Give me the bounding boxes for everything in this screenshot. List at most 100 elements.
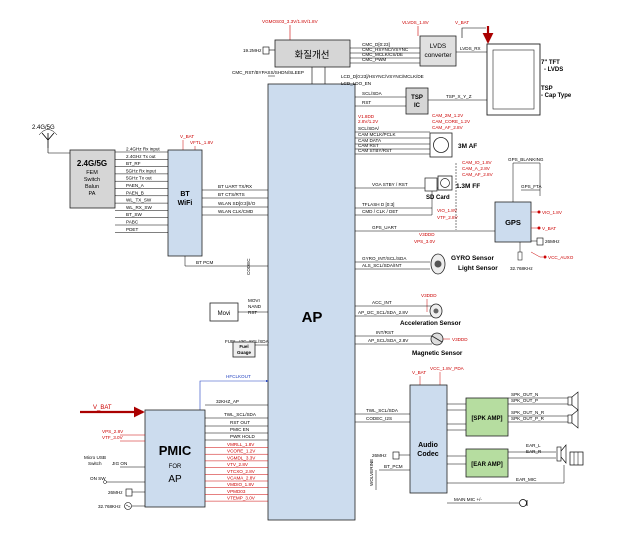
- xtal-19: [262, 46, 270, 55]
- gyro-sig-2: ALS_SCL/SDA/INT: [362, 263, 402, 268]
- ap-block: [267, 83, 356, 521]
- tsp-xy-label: TSP_X_Y_Z: [446, 94, 472, 99]
- fem-block: [69, 149, 116, 209]
- svg-text:MOVI: MOVI: [248, 298, 260, 303]
- khz32-label: 32KHZ_AP: [216, 399, 239, 404]
- codec-label: Audio: [418, 442, 438, 449]
- tsp-label-2: - Cap Type: [541, 93, 572, 99]
- mic-icon: [519, 499, 528, 507]
- pmic-rail-label: VCAMA_2.8V: [227, 476, 256, 481]
- svg-text:VPS_2.8V: VPS_2.8V: [102, 429, 124, 434]
- svg-text:SPK_OUT_N_R: SPK_OUT_N_R: [511, 410, 545, 415]
- mag-rail: V3DDD: [452, 337, 468, 342]
- gps-32k-label: 32.768KHz: [510, 266, 533, 271]
- pmic-signals: TWL_SCL/SDA RST OUT PMIC EN PWR HOLD: [224, 412, 257, 439]
- fem-label-2: FEM: [86, 170, 98, 176]
- ear-labels: EAR_L EAR_R: [526, 443, 542, 454]
- svg-text:CAM DATA: CAM DATA: [358, 138, 382, 143]
- svg-text:CAM_2M_1.2V: CAM_2M_1.2V: [432, 113, 464, 118]
- pmic-label: PMIC: [159, 443, 192, 458]
- accel-rail: V3DDD: [421, 293, 437, 298]
- svg-text:CAM_CORE_1.2V: CAM_CORE_1.2V: [432, 119, 471, 124]
- pmic-rail-label: VMRLL_1.8V: [227, 442, 255, 447]
- pmic-rail-label: VPMD03: [227, 489, 246, 494]
- rst-bus-label: CMC_RST/BYPASS/SHDN/SLEEP: [232, 70, 304, 75]
- tft-panel-inner: [492, 49, 535, 110]
- gps-blank-label: GPS_BLANKING: [508, 157, 544, 162]
- lvds-rail-label: VLVDS_1.8V: [402, 20, 430, 25]
- svg-text:SCL/SDA/: SCL/SDA/: [358, 126, 380, 131]
- svg-text:VIO_1.8V: VIO_1.8V: [437, 208, 458, 213]
- ff-rail-labels: CAM_IO_1.8V CAM_A_2.8V CAM_AF_2.8V: [462, 160, 494, 177]
- tsp-ic-label-2: IC: [414, 103, 421, 109]
- svg-text:SPK_OUT_P_R: SPK_OUT_P_R: [511, 416, 545, 421]
- svg-text:BT CTS/RTS: BT CTS/RTS: [218, 192, 245, 197]
- wolverine-label: WOLVERINE: [369, 459, 374, 486]
- gyro-rail-1: V3DDD: [419, 232, 435, 237]
- gps-vbat-label: V_BAT: [542, 226, 556, 231]
- fem-label-5: PA: [89, 191, 96, 197]
- svg-text:PMIC EN: PMIC EN: [230, 427, 249, 432]
- bt-label: BT: [180, 191, 190, 198]
- bt-left-label: 5GHz Tx out: [126, 176, 152, 181]
- fem-label-4: Balun: [85, 184, 99, 190]
- svg-text:V1.8DD: V1.8DD: [358, 114, 375, 119]
- antenna-label: 2.4G/5G: [32, 125, 55, 131]
- xtal-19-label: 19.2MHz: [243, 48, 262, 53]
- svg-text:RST OUT: RST OUT: [230, 420, 250, 425]
- cam-3m-lens: [433, 137, 449, 153]
- lcd-ldo-label: LCD_LDO_EN: [341, 81, 371, 86]
- bt-left-label: BT_SW: [126, 212, 142, 217]
- codec-vertical-label: CODEC: [246, 258, 251, 275]
- bt-left-label: 2.4GHz Rx input: [126, 147, 160, 152]
- mag-int-label: INT/RST: [376, 330, 394, 335]
- ap-label: AP: [302, 309, 323, 326]
- top-rail-label: VGMOS03_3.3V/1.8V/1.8V: [262, 19, 319, 24]
- ff-label: 1.3M FF: [456, 183, 480, 190]
- lvds-label: LVDS: [430, 43, 447, 50]
- gps-aux-label: VCC_AUXO: [548, 255, 574, 260]
- svg-text:Switch: Switch: [88, 461, 102, 466]
- hfclk-label: HFCLKOUT: [226, 374, 251, 379]
- pmic-rail-label: VCORE_1.2V: [227, 449, 256, 454]
- sd-labels: TFLASH D [0:3] CMD / CLK / DET: [362, 202, 398, 214]
- svg-text:Micro USB: Micro USB: [84, 455, 106, 460]
- svg-text:RST: RST: [248, 310, 257, 315]
- bt-pcm-label: BT PCM: [196, 260, 213, 265]
- bt-vftl: VFTL_1.8V: [190, 140, 214, 145]
- wifi-label: WiFi: [178, 200, 193, 207]
- gps-fta-label: GPS_FTA: [521, 184, 543, 189]
- spk-amp-block: [465, 397, 509, 437]
- lvds-rx-label: LVDS_RX: [460, 46, 481, 51]
- svg-text:CMC_HSYNC/VSYNC: CMC_HSYNC/VSYNC: [362, 47, 409, 52]
- svg-text:TFLASH D [0:3]: TFLASH D [0:3]: [362, 202, 394, 207]
- ear-amp-block: [465, 448, 509, 478]
- svg-text:CMC_MCLK/CS/DE: CMC_MCLK/CS/DE: [362, 52, 403, 57]
- svg-text:JIG ON: JIG ON: [112, 461, 127, 466]
- svg-text:EAR_R: EAR_R: [526, 449, 542, 454]
- spk-amp-label: [SPK AMP]: [471, 416, 502, 422]
- fuel-label-2: Guage: [237, 350, 252, 355]
- svg-text:ON SW: ON SW: [90, 476, 106, 481]
- svg-text:CAM_IO_1.8V: CAM_IO_1.8V: [462, 160, 493, 165]
- bt-left-label: PAEN_B: [126, 190, 144, 195]
- svg-text:26MHz: 26MHz: [108, 490, 123, 495]
- pmic-rail-label: VTV_2.8V: [227, 462, 249, 467]
- mag-label: Magnetic Sensor: [412, 350, 463, 357]
- fuel-label: Fuel: [239, 344, 248, 349]
- gps-xtal: [536, 237, 544, 246]
- lcd-bus-labels: CMC_D[0:23] CMC_HSYNC/VSYNC CMC_MCLK/CS/…: [362, 42, 409, 62]
- svg-text:VTF_2.8V: VTF_2.8V: [437, 215, 459, 220]
- lcd-data-label: LCD_D[0:23]/HSYNC/VSYNC/MCLK/DE: [341, 74, 424, 79]
- fem-label-1: 2.4G/5G: [77, 159, 107, 168]
- gps-label: GPS: [505, 218, 521, 227]
- accel-i2c-label: AP_I2C_SCL/SDA_2.8V: [358, 310, 409, 315]
- vbat-big-label: V_BAT: [93, 405, 112, 411]
- sdcard-block: [424, 177, 438, 192]
- pmic-rail-label: VTCXO_2.8V: [227, 469, 256, 474]
- movi-label: Movi: [218, 311, 231, 317]
- audio-codec-block: [409, 384, 448, 494]
- vbat-lvds: V_BAT: [455, 20, 469, 25]
